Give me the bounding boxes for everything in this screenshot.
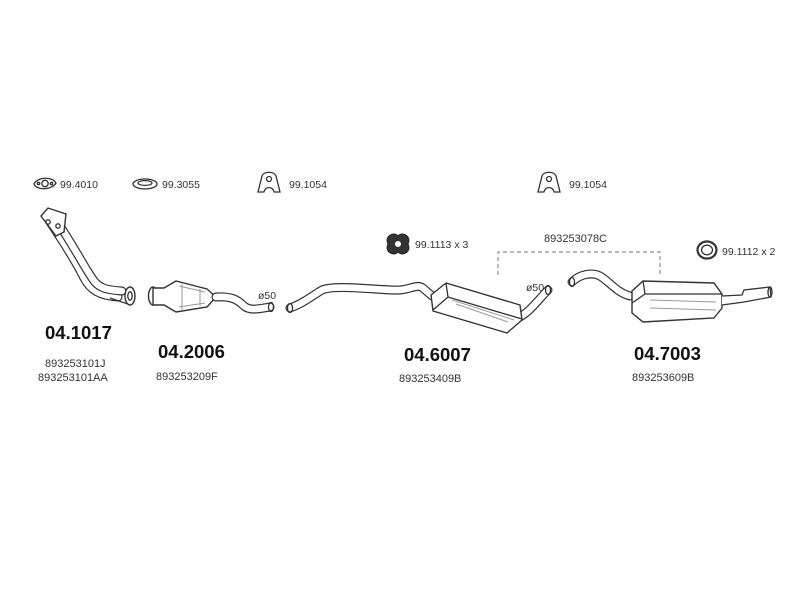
accessory-code: 99.4010 <box>60 179 98 191</box>
oem-number: 893253209F <box>156 371 218 383</box>
part-number: 04.1017 <box>45 322 112 343</box>
oem-number: 893253409B <box>399 373 461 385</box>
accessory-code: 99.1113 x 3 <box>415 239 468 251</box>
pipe-clamp-icon <box>696 240 718 260</box>
assembly-bracket <box>497 251 661 275</box>
part-number: 04.6007 <box>404 344 471 365</box>
mounting-rubber-icon <box>386 233 410 255</box>
rubber-hanger-icon <box>257 171 281 193</box>
rubber-hanger-icon <box>537 171 561 193</box>
diameter-label: ø50 <box>258 290 276 302</box>
accessory-code: 99.3055 <box>162 179 200 191</box>
diameter-label: ø50 <box>526 282 544 294</box>
assembly-code: 893253078C <box>544 233 607 245</box>
middle-silencer-drawing <box>285 281 553 334</box>
sealing-ring-icon <box>132 178 158 190</box>
part-number: 04.7003 <box>634 343 701 364</box>
part-number: 04.2006 <box>158 341 225 362</box>
catalytic-converter-drawing <box>147 280 275 314</box>
oem-number: 893253609B <box>632 372 694 384</box>
oem-number: 893253101J <box>45 358 106 370</box>
accessory-code: 99.1054 <box>569 179 607 191</box>
accessory-code: 99.1112 x 2 <box>722 246 775 258</box>
accessory-code: 99.1054 <box>289 179 327 191</box>
rear-silencer-drawing <box>567 269 773 323</box>
flange-gasket-icon <box>33 177 57 190</box>
oem-number: 893253101AA <box>38 372 108 384</box>
front-pipe-drawing <box>40 207 136 306</box>
